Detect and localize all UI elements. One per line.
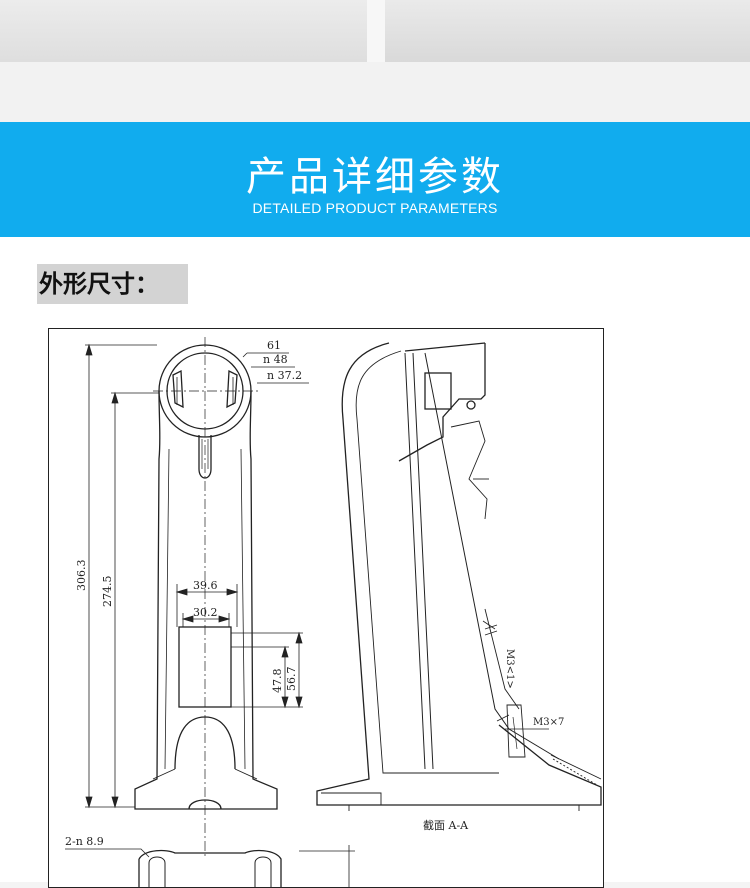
clamp-right — [226, 369, 238, 409]
content-area: 外形尺寸： — [0, 237, 750, 888]
thread-note-m3x7: M3×7 — [533, 717, 564, 728]
photo-divider — [367, 0, 385, 62]
product-photo-right — [385, 0, 750, 62]
dim-height-56: 56.7 — [285, 667, 298, 692]
technical-drawing-svg: 61 n 48 n 37.2 306.3 274.5 39.6 30.2 47.… — [65, 337, 602, 887]
dim-holes: 2-n 8.9 — [65, 835, 104, 848]
section-screw — [466, 400, 476, 410]
dim-width-39: 39.6 — [193, 579, 218, 592]
product-photo-strip — [0, 0, 750, 122]
section-top-block — [398, 343, 486, 462]
technical-drawing: 61 n 48 n 37.2 306.3 274.5 39.6 30.2 47.… — [48, 328, 604, 888]
front-body-outline — [134, 390, 278, 810]
dimensions-heading: 外形尺寸： — [37, 264, 188, 304]
dim-width-30: 30.2 — [193, 606, 218, 619]
bottom-view-outline — [138, 849, 282, 887]
clamp-left — [172, 369, 184, 409]
dim-height-47: 47.8 — [271, 669, 284, 694]
section-outer-profile — [316, 342, 602, 806]
dim-ring-48: n 48 — [263, 353, 288, 366]
section-window — [424, 372, 452, 410]
dim-height-274: 274.5 — [101, 576, 114, 608]
section-banner: 产品详细参数 DETAILED PRODUCT PARAMETERS — [0, 122, 750, 237]
dim-ring-61: 61 — [267, 339, 281, 352]
dim-height-306: 306.3 — [75, 560, 88, 592]
dim-ring-37: n 37.2 — [267, 369, 302, 382]
product-photo-left — [0, 0, 367, 62]
banner-title: 产品详细参数 — [246, 154, 504, 200]
banner-subtitle: DETAILED PRODUCT PARAMETERS — [252, 200, 498, 216]
thread-note-m3: M3<1> — [504, 649, 515, 689]
section-label: 截面 A-A — [423, 818, 469, 832]
